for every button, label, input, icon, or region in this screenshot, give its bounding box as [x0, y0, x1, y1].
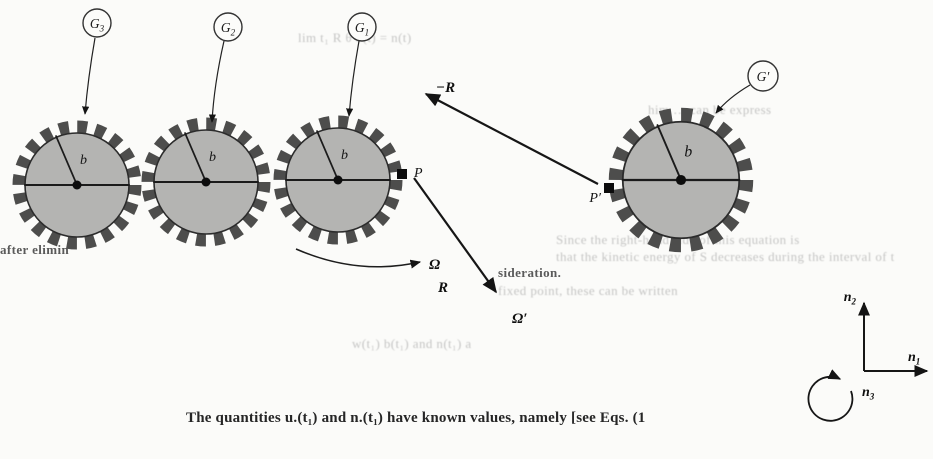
- contact-point-p-label: P: [413, 166, 423, 181]
- callout-arrow-g2: [208, 40, 225, 123]
- axis-n2-label: n2: [844, 290, 857, 307]
- gear-radius-line: [184, 132, 207, 183]
- axis-n1-label: n1: [908, 350, 920, 367]
- callout-arrow-g3: [82, 37, 96, 115]
- radius-label: b: [80, 153, 87, 168]
- force-minus-r-arrow: [424, 93, 599, 185]
- gear-teeth: [141, 117, 271, 247]
- bleed-through-text: after elimin: [0, 242, 70, 257]
- callout-circle-g3: [82, 8, 112, 38]
- gear-teeth: [608, 107, 754, 253]
- contact-point-p-prime-label: P′: [588, 191, 602, 206]
- callout-label-g1: G1: [355, 20, 369, 38]
- callout-circle-g1: [347, 12, 377, 42]
- gear-g-prime: b: [608, 107, 754, 253]
- gear-hub-dot: [72, 180, 82, 190]
- gear-teeth: [12, 120, 142, 250]
- callout-circle-g2: [213, 12, 243, 42]
- bleed-through-text: sideration.: [498, 265, 562, 280]
- bleed-through-text: him … can be express: [648, 102, 772, 117]
- force-minus-r-label: −R: [436, 80, 455, 96]
- radius-label: b: [341, 148, 348, 163]
- omega-rotation-arrow: [295, 248, 422, 269]
- callout-arrow-g1: [346, 40, 360, 117]
- callout-arrow-g-prime: [715, 84, 751, 114]
- callout-circle-g-prime: [747, 60, 779, 92]
- bleed-through-text: w(t₁) b(t₁) and n(t₁) a: [352, 336, 472, 351]
- callout-label-g3: G3: [90, 16, 105, 34]
- gear-g2: b: [141, 117, 271, 247]
- gear-hub-dot: [675, 174, 687, 186]
- omega-label: Ω: [429, 257, 440, 273]
- caption-text: The quantities u.(t₁) and n.(t₁) have kn…: [186, 410, 646, 426]
- gear-hub-dot: [201, 177, 211, 187]
- bleed-through-text: that the kinetic energy of S decreases d…: [556, 249, 895, 264]
- callout-label-g2: G2: [221, 20, 236, 38]
- gear-hub-dot: [333, 175, 343, 185]
- gear-teeth: [273, 115, 403, 245]
- omega-prime-label: Ω′: [512, 311, 527, 327]
- gear-radius-line: [316, 130, 339, 181]
- callout-label-g-prime: G′: [757, 69, 771, 84]
- force-r-label: R: [437, 280, 448, 296]
- gear-g1: b: [273, 115, 403, 245]
- gear-g3: b: [12, 120, 142, 250]
- gear-radius-line: [55, 135, 78, 186]
- radius-label: b: [684, 143, 692, 160]
- radius-label: b: [209, 150, 216, 165]
- axis-n3-rotation-arrow: [807, 369, 854, 422]
- contact-point-p-prime-marker: [604, 183, 614, 193]
- force-r-arrow: [413, 177, 497, 294]
- bleed-through-text: fixed point, these can be written: [498, 283, 678, 298]
- gear-radius-line: [656, 124, 682, 181]
- contact-point-p-marker: [397, 169, 407, 179]
- axis-n3-label: n3: [862, 385, 875, 402]
